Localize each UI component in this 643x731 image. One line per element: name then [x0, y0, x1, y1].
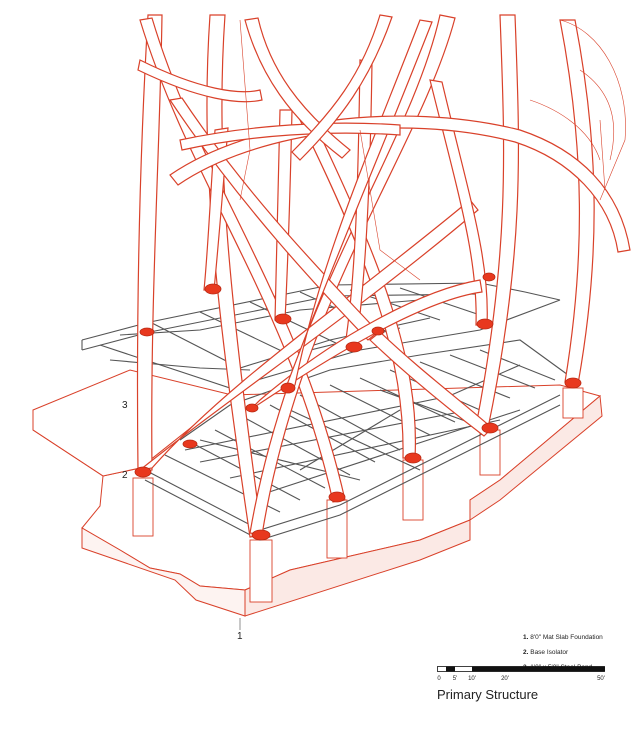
scale-tick-label: 10': [468, 676, 476, 682]
isolator: [328, 491, 346, 503]
isolator: [204, 283, 222, 295]
scale-tick-label: 0: [437, 676, 441, 682]
legend-item-label: 8'0" Mat Slab Foundation: [530, 634, 603, 641]
legend-item-label: Base Isolator: [530, 649, 569, 656]
isolator: [280, 382, 296, 394]
callout-2: 2: [122, 470, 128, 481]
base-isolators: [134, 272, 582, 541]
isolator: [251, 529, 271, 541]
scale-tick-label: 20': [501, 676, 509, 682]
isolator: [481, 422, 499, 434]
isolator: [182, 439, 198, 449]
scale-bar: [437, 666, 605, 672]
isolator: [245, 403, 259, 413]
legend-item: 2. Base Isolator: [523, 645, 641, 660]
legend-item: 1. 8'0" Mat Slab Foundation: [523, 630, 641, 645]
steel-bands: [136, 14, 631, 538]
isolator: [274, 313, 292, 325]
isolator: [345, 341, 363, 353]
isolator: [134, 466, 152, 478]
tower-shell-lines: [239, 19, 626, 281]
scale-tick-label: 50': [597, 676, 605, 682]
drawing-title: Primary Structure: [437, 687, 539, 702]
isolator: [139, 327, 155, 337]
isolator: [564, 377, 582, 389]
legend-item-number: 2.: [523, 649, 529, 656]
isolator: [371, 326, 385, 336]
isolator: [482, 272, 496, 282]
isolator: [476, 318, 494, 330]
isolator: [404, 452, 422, 464]
callout-3: 3: [122, 400, 128, 411]
legend-item-number: 1.: [523, 634, 529, 641]
scale-tick-label: 5': [452, 676, 458, 682]
callout-1: 1: [237, 631, 243, 642]
